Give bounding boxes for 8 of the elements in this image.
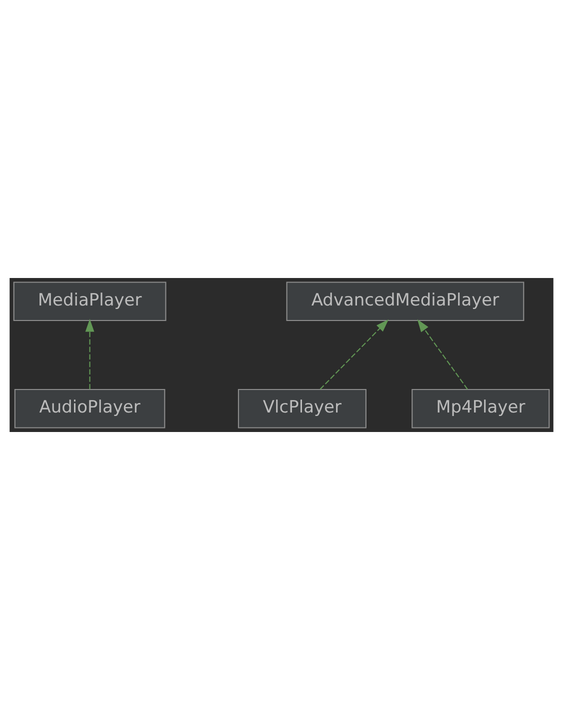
node-box: AdvancedMediaPlayer: [286, 281, 524, 321]
arrow: [417, 318, 468, 390]
node-box: AudioPlayer: [14, 388, 166, 428]
arrow: [85, 318, 94, 389]
arrow: [320, 318, 389, 390]
node-box: Mp4Player: [412, 388, 550, 428]
node-box: MediaPlayer: [13, 281, 166, 321]
node-box: VlcPlayer: [238, 388, 366, 428]
